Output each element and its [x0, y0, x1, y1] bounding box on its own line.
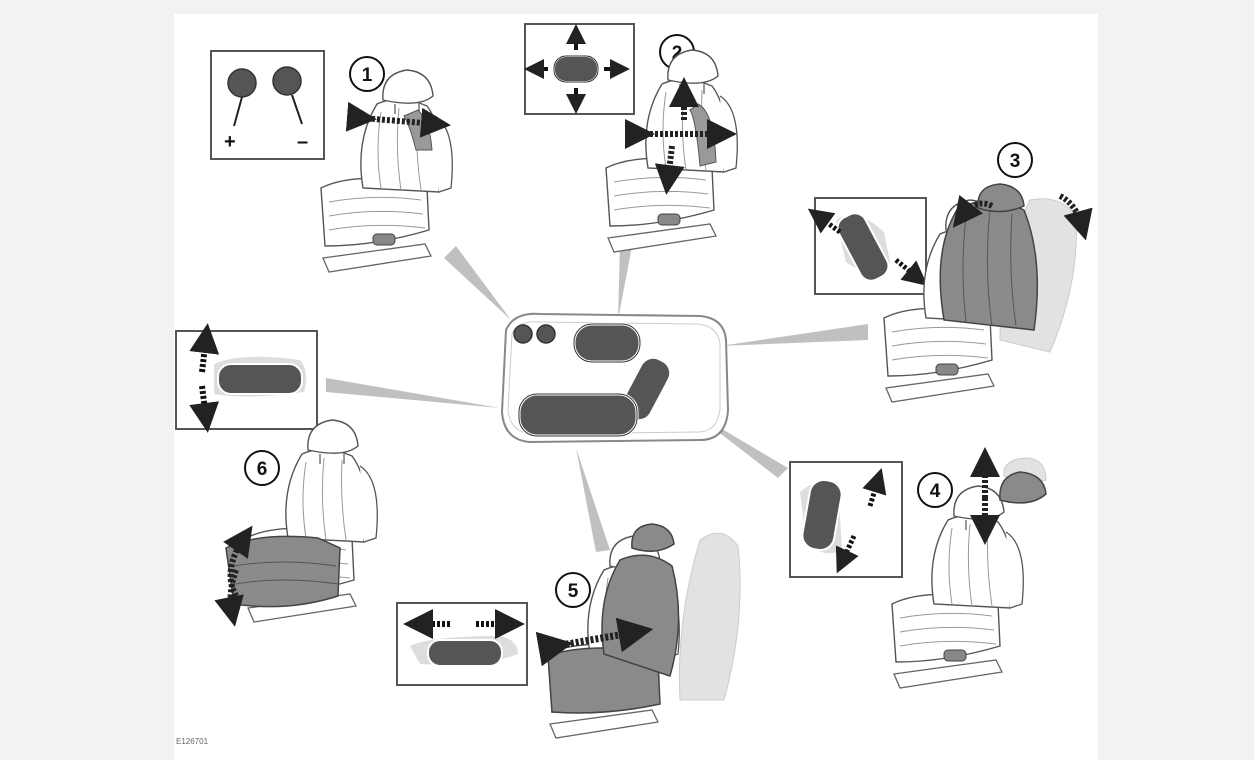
group-headrest: 4 — [790, 458, 1046, 688]
callout-1: 1 — [362, 65, 373, 86]
seat-icon — [321, 70, 452, 272]
lumbar-switch[interactable] — [574, 324, 640, 362]
seat-switch[interactable] — [519, 394, 637, 436]
pointer-to-backrest — [720, 324, 868, 346]
group-backrest: 3 — [815, 143, 1082, 402]
pointer-to-lumbar — [618, 244, 632, 320]
seat-icon — [892, 486, 1023, 688]
memory-plus-button[interactable] — [228, 69, 256, 97]
memory-plus-label: + — [224, 131, 236, 153]
group-lumbar: 2 — [525, 24, 737, 252]
callout-6: 6 — [257, 459, 268, 480]
memory-button-2[interactable] — [537, 325, 555, 343]
pointer-to-memory — [444, 246, 511, 320]
callout-3: 3 — [1010, 151, 1021, 172]
group-seat-slide: 5 — [397, 524, 740, 738]
pointer-to-cushion-tilt — [326, 378, 500, 408]
callout-5: 5 — [568, 581, 579, 602]
door-switch-panel — [502, 314, 728, 442]
memory-minus-label: – — [297, 131, 308, 153]
callout-4: 4 — [930, 481, 941, 502]
memory-button-1[interactable] — [514, 325, 532, 343]
figure-id: E126701 — [176, 737, 209, 746]
group-memory: + – 1 — [211, 51, 452, 272]
memory-minus-button[interactable] — [273, 67, 301, 95]
pointer-to-seat-slide — [576, 448, 610, 552]
group-cushion-tilt: 6 — [176, 331, 377, 622]
